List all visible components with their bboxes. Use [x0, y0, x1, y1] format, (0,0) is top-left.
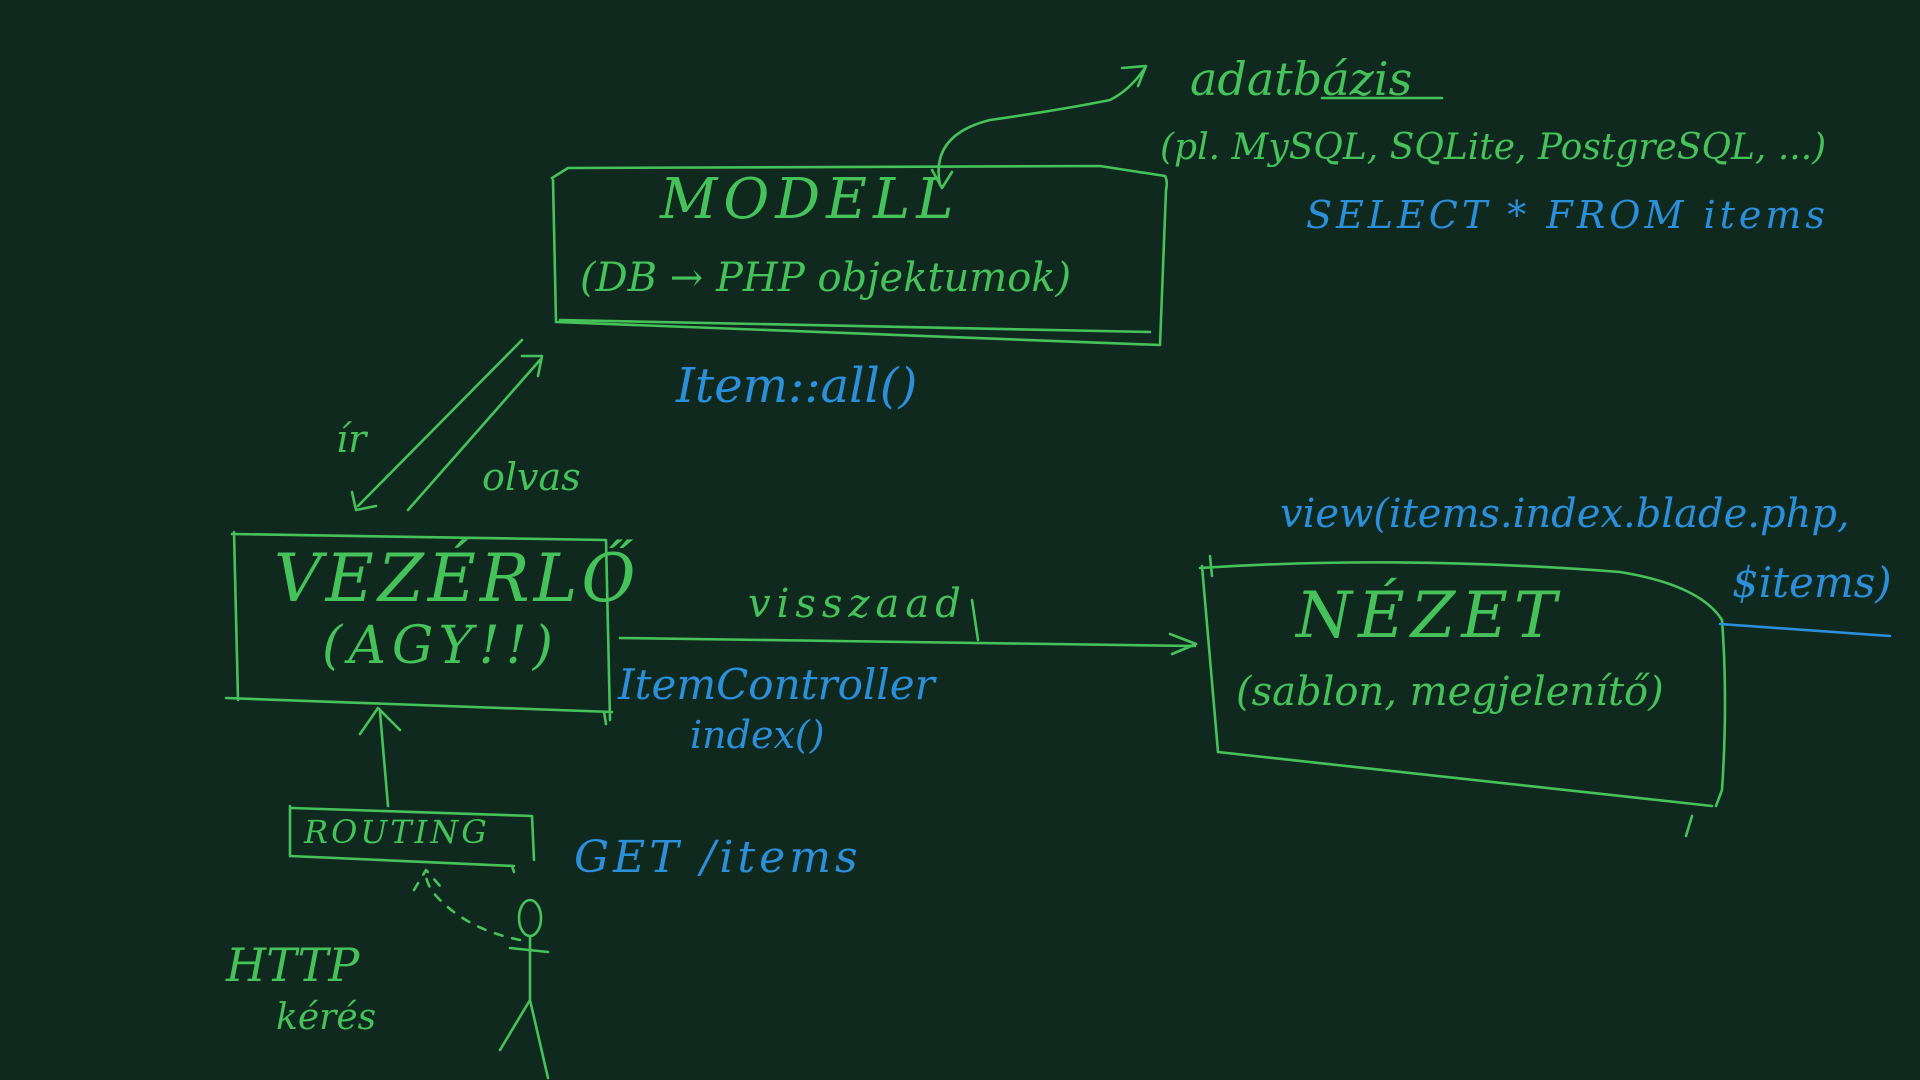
controller-title: VEZÉRLŐ [274, 540, 640, 617]
person-icon [498, 898, 550, 1080]
model-call: Item::all() [676, 358, 918, 414]
view-title: NÉZET [1296, 579, 1563, 653]
model-database-arrowhead-down [930, 168, 954, 190]
view-box-left-tick [1208, 554, 1214, 578]
view-call-line1: view(items.index.blade.php, [1280, 491, 1850, 537]
read-arrow [406, 354, 544, 512]
returns-arrow [618, 632, 1198, 656]
view-subtitle: (sablon, megjelenítő) [1236, 669, 1664, 715]
database-query: SELECT * FROM items [1306, 193, 1829, 237]
view-call-line2: $items) [1732, 558, 1892, 607]
model-title: MODELL [660, 167, 960, 232]
view-box [1198, 561, 1727, 838]
returns-label: visszaad [748, 581, 967, 627]
controller-class-name: ItemController [618, 660, 935, 709]
person-routing-arrow [412, 868, 522, 942]
model-box [550, 164, 1169, 347]
controller-method: index() [690, 713, 825, 757]
read-label: olvas [482, 455, 581, 499]
http-label-line1: HTTP [226, 938, 360, 992]
database-examples: (pl. MySQL, SQLite, PostgreSQL, ...) [1160, 127, 1827, 168]
controller-subtitle: (AGY!!) [322, 616, 559, 676]
items-underline [1718, 622, 1892, 638]
model-database-arrow [937, 64, 1148, 187]
write-label: ír [336, 417, 367, 461]
controller-box [224, 530, 614, 726]
routing-controller-arrow [358, 706, 402, 808]
routing-label: ROUTING [304, 813, 490, 851]
routing-request: GET /items [574, 832, 862, 883]
model-subtitle: (DB → PHP objektumok) [580, 255, 1072, 301]
database-label: adatbázis [1190, 52, 1413, 106]
routing-box [288, 804, 536, 874]
http-label-line2: kérés [276, 997, 377, 1038]
write-arrow [350, 338, 524, 512]
returns-underline-tick [970, 598, 980, 642]
